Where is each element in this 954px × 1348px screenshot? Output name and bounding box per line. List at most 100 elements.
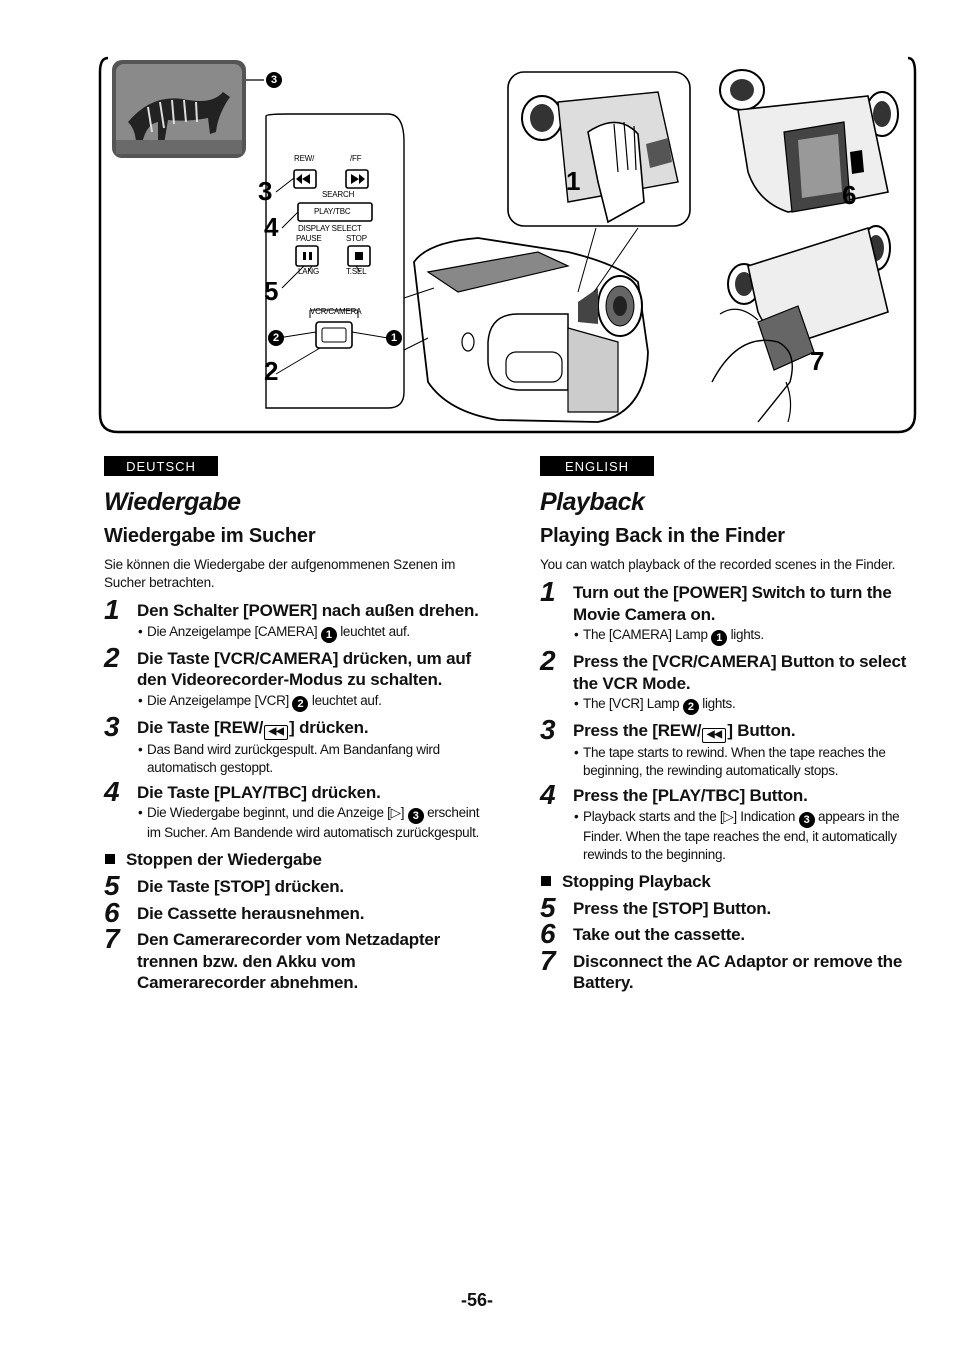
title-deutsch: Wiedergabe [104,488,241,516]
label-ff: /FF [350,154,362,163]
step-number: 5 [540,891,556,923]
circle-2-icon: 2 [682,699,699,715]
circle-3-icon: 3 [798,811,815,828]
step-instruction: Press the [STOP] Button. [573,898,771,918]
label-stop: STOP [346,234,367,243]
marker-step-5: 5 [264,276,279,306]
remote-panel [265,113,405,409]
circle-1-icon: 1 [320,626,337,643]
square-bullet-icon [541,875,551,886]
column-deutsch: DEUTSCH Wiedergabe Wiedergabe im Sucher … [104,456,480,994]
label-pause: PAUSE [296,234,322,243]
title-english: Playback [540,488,645,516]
step-number: 3 [540,714,556,745]
step-number: 1 [540,576,556,607]
marker-circle-1: 1 [386,330,402,346]
step-en-1: 1 Turn out the [POWER] Switch to turn th… [540,577,912,646]
stop-heading-deutsch: Stoppen der Wiedergabe [104,850,480,870]
square-bullet-icon [105,854,115,864]
step-number: 4 [540,779,556,810]
circle-3-icon: 3 [407,808,424,824]
circle-2-icon: 2 [292,695,309,712]
step-en-6: 6 Take out the cassette. [540,919,912,949]
step-de-6: 6 Die Cassette herausnehmen. [104,897,480,927]
stop-heading-english: Stopping Playback [540,872,912,892]
step-de-7: 7 Den Camerarecorder vom Netzadapter tre… [104,924,480,994]
marker-step-3: 3 [258,176,273,206]
rewind-icon: ◀◀ [702,728,727,743]
step-note: •Die Wiedergabe beginnt, und die Anzeige… [138,805,480,840]
step-instruction: Press the [PLAY/TBC] Button. [573,786,808,805]
label-lang: LANG [298,267,319,276]
step-instruction: Die Taste [PLAY/TBC] drücken. [137,782,381,802]
subtitle-english: Playing Back in the Finder [540,525,785,547]
label-vcr-camera: VCR/CAMERA [310,307,362,316]
step-number: 7 [104,923,120,954]
marker-step-4: 4 [264,212,279,242]
step-note: •The tape starts to rewind. When the tap… [574,745,886,778]
camcorder-main [403,237,649,423]
lang-tag-english: ENGLISH [540,456,654,476]
step-de-2: 2 Die Taste [VCR/CAMERA] drücken, um auf… [104,642,480,712]
step-instruction: Die Taste [REW/◀◀] drücken. [137,717,480,740]
inset-power-switch [507,71,691,293]
step-en-4: 4 Press the [PLAY/TBC] Button. •Playback… [540,780,912,864]
step-de-4: 4 Die Taste [PLAY/TBC] drücken. •Die Wie… [104,776,480,843]
step-instruction: Den Camerarecorder vom Netzadapter trenn… [137,930,441,992]
step-instruction: Die Cassette herausnehmen. [137,903,365,923]
page-number: -56- [460,1290,493,1310]
step-de-3: 3 Die Taste [REW/◀◀] drücken. •Das Band … [104,711,480,777]
step-number: 7 [540,944,556,976]
step-instruction: Take out the cassette. [573,925,745,944]
step-note: •Die Anzeigelampe [VCR] 2 leuchtet auf. [138,692,382,712]
step-number: 5 [104,870,120,901]
marker-step-6: 6 [842,180,857,210]
step-instruction: Turn out the [POWER] Switch to turn the … [573,583,892,624]
step-number: 4 [104,775,120,807]
step-number: 3 [104,710,120,742]
intro-english: You can watch playback of the recorded s… [540,557,896,572]
step-number: 6 [104,896,120,928]
label-display-select: DISPLAY SELECT [298,224,362,233]
step-number: 6 [540,918,556,949]
inset-battery-remove [711,225,891,423]
label-tsel: T.SEL [346,267,367,276]
step-en-5: 5 Press the [STOP] Button. [540,892,912,922]
marker-circle-3: 3 [266,72,282,88]
circle-1-icon: 1 [711,630,728,646]
step-de-1: 1 Den Schalter [POWER] nach außen drehen… [104,595,480,643]
subtitle-deutsch: Wiedergabe im Sucher [104,525,316,547]
inset-cassette-eject [719,69,899,213]
step-instruction: Den Schalter [POWER] nach außen drehen. [137,601,479,620]
step-note: •The [VCR] Lamp 2 lights. [574,696,736,715]
marker-step-1: 1 [566,166,581,196]
step-en-7: 7 Disconnect the AC Adaptor or remove th… [540,945,912,994]
step-instruction: Disconnect the AC Adaptor or remove the … [573,951,903,993]
step-number: 2 [540,645,556,676]
step-note: •Playback starts and the [▷] Indication … [574,808,900,862]
step-number: 1 [104,594,120,625]
step-en-3: 3 Press the [REW/◀◀] Button. •The tape s… [540,715,912,780]
illustration-drawing [98,56,917,434]
marker-circle-2: 2 [268,330,284,346]
step-instruction: Die Taste [VCR/CAMERA] drücken, um auf d… [137,648,472,690]
rewind-icon: ◀◀ [264,724,289,740]
intro-deutsch: Sie können die Wiedergabe der aufgenomme… [104,557,456,590]
step-de-5: 5 Die Taste [STOP] drücken. [104,871,480,901]
step-note: •Das Band wird zurückgespult. Am Bandanf… [138,741,440,775]
label-search: SEARCH [322,190,355,199]
step-instruction: Press the [REW/◀◀] Button. [573,720,912,743]
step-instruction: Die Taste [STOP] drücken. [137,877,344,896]
step-note: •The [CAMERA] Lamp 1 lights. [574,627,764,646]
label-rew: REW/ [294,154,315,163]
illustration-frame: REW/ /FF SEARCH PLAY/TBC DISPLAY SELECT … [98,52,918,434]
step-en-2: 2 Press the [VCR/CAMERA] Button to selec… [540,646,912,715]
marker-step-7: 7 [810,346,825,376]
column-english: ENGLISH Playback Playing Back in the Fin… [540,456,912,994]
step-instruction: Press the [VCR/CAMERA] Button to select … [573,652,907,693]
step-note: •Die Anzeigelampe [CAMERA] 1 leuchtet au… [138,623,410,643]
lang-tag-deutsch: DEUTSCH [104,456,218,476]
step-number: 2 [104,641,120,673]
marker-step-2: 2 [264,356,279,386]
finder-image [112,60,246,158]
